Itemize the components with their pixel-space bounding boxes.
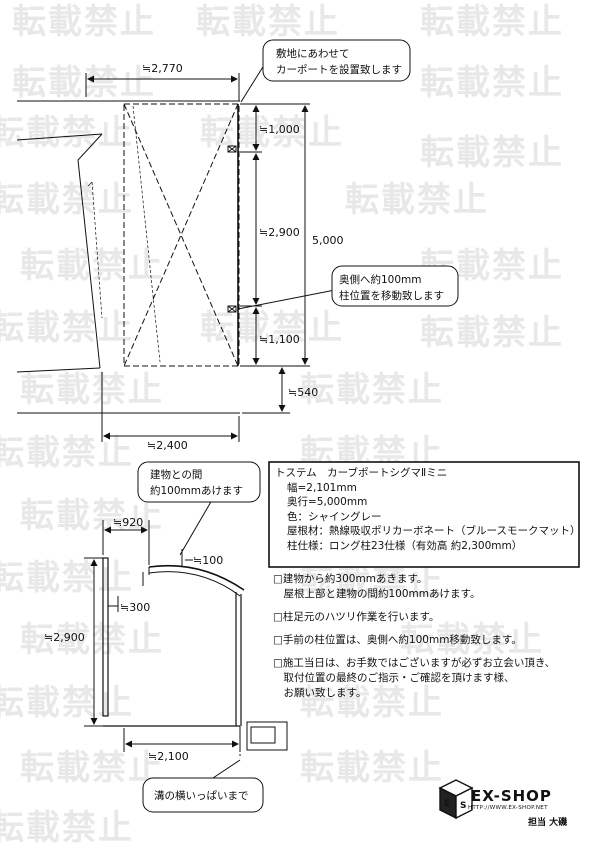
notes-list: □建物から約300mmあきます。 屋根上部と建物の間約100mmあけます。 □柱… — [273, 572, 555, 709]
roof-curve — [148, 564, 245, 591]
note-item: □施工当日は、お手数ではございますが必ずお立会い頂き、 取付位置の最終のご指示・… — [273, 656, 555, 701]
house-hint-2 — [87, 181, 93, 187]
logo-url: HTTP://WWW.EX-SHOP.NET — [468, 805, 548, 811]
dim-seg2: ≒2,900 — [259, 226, 300, 239]
callout-bubble-top — [262, 39, 411, 82]
side-view — [84, 461, 288, 813]
spec-line: 柱仕様：ロング柱23仕様（有効高 約2,300mm） — [287, 540, 523, 552]
dim-gap: ≒100 — [193, 554, 223, 567]
callout-bubble-side-top — [137, 461, 261, 503]
brace-1 — [123, 103, 239, 367]
building-wall — [102, 557, 109, 717]
note-item: □手前の柱位置は、奥側へ約100mm移動致します。 — [273, 633, 555, 648]
road-edge — [16, 133, 103, 141]
dim-overhang: ≒920 — [113, 516, 143, 529]
callout-bubble-side-bottom — [142, 777, 264, 813]
dim-height: ≒2,900 — [44, 631, 85, 644]
svg-text:S: S — [460, 801, 466, 811]
spec-line: 奥行=5,000mm — [287, 496, 368, 508]
note-line: 屋根上部と建物の間約100mmあけます。 — [273, 588, 481, 600]
brace-2 — [123, 103, 239, 367]
post-1 — [227, 145, 237, 153]
side-callout-line1: 建物との間 — [150, 468, 202, 481]
callout-right-line2: 柱位置を移動致します — [339, 289, 444, 302]
note-line: □建物から約300mmあきます。 — [273, 573, 428, 585]
callout-top-line2: カーポートを設置致します — [276, 63, 402, 76]
side-callout-line2: 約100mmあけます — [150, 484, 243, 497]
note-item: □柱足元のハツリ作業を行います。 — [273, 610, 555, 625]
callout-bubble-right — [331, 265, 459, 307]
dim-extra: ≒540 — [288, 386, 318, 399]
side-callout-bottom: 溝の横いっぱいまで — [154, 789, 249, 802]
spec-line: 屋根材：熱線吸収ポリカーボネート（ブルースモークマット） — [287, 525, 581, 537]
note-line: □手前の柱位置は、奥側へ約100mm移動致します。 — [273, 634, 522, 646]
note-line: 取付位置の最終のご指示・ご確認を頂けます様、 — [273, 672, 515, 684]
dim-total: 5,000 — [312, 234, 344, 247]
carport-frame — [123, 103, 240, 367]
note-item: □建物から約300mmあきます。 屋根上部と建物の間約100mmあけます。 — [273, 572, 555, 602]
svg-text:E: E — [444, 799, 450, 809]
plan-view — [16, 39, 459, 442]
house-hint-1 — [132, 105, 161, 363]
dim-post: ≒300 — [120, 601, 150, 614]
note-line: □施工当日は、お手数ではございますが必ずお立会い頂き、 — [273, 657, 556, 669]
dim-top-width: ≒2,770 — [142, 62, 183, 75]
spec-title: トステム カーブポートシグマⅡミニ — [275, 467, 448, 479]
post-2 — [227, 305, 237, 313]
callout-top-line1: 敷地にあわせて — [276, 47, 350, 60]
spec-box — [268, 461, 580, 568]
road-edge-lower — [16, 367, 101, 373]
logo-cube-icon: E S — [438, 779, 474, 820]
note-line: お願い致します。 — [273, 687, 367, 699]
dim-seg3: ≒1,100 — [259, 333, 300, 346]
building-edge — [77, 133, 103, 369]
drain-gutter — [246, 721, 288, 751]
dim-bottom-width: ≒2,400 — [147, 439, 188, 452]
callout-right-line1: 奥側へ約100mm — [339, 273, 422, 286]
spec-line: 色：シャイングレー — [287, 511, 382, 523]
logo-brand: EX-SHOP — [471, 787, 552, 805]
dim-seg1: ≒1,000 — [259, 123, 300, 136]
note-line: □柱足元のハツリ作業を行います。 — [273, 611, 440, 623]
house-hint-3 — [91, 181, 103, 319]
spec-line: 幅=2,101mm — [287, 482, 357, 494]
logo-staff: 担当 大磯 — [528, 818, 568, 828]
dim-depth: ≒2,100 — [148, 750, 189, 763]
